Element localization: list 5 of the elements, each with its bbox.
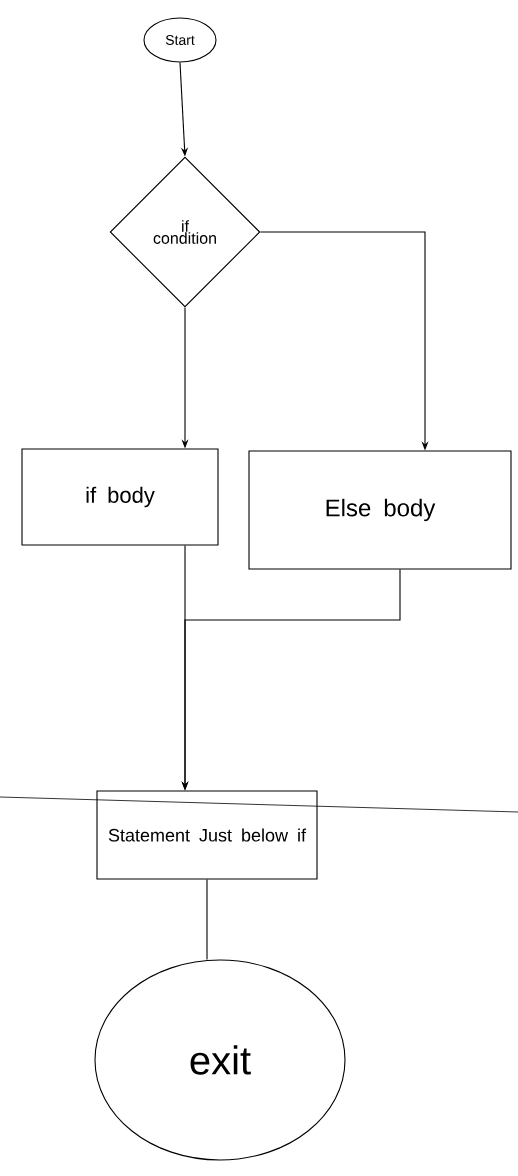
terminal-oval: Start [143,17,217,63]
process-box: Statement Just below if [96,790,318,880]
process-box: Else body [248,450,512,570]
terminal-oval: exit [94,959,346,1161]
process-box: if body [21,448,219,546]
